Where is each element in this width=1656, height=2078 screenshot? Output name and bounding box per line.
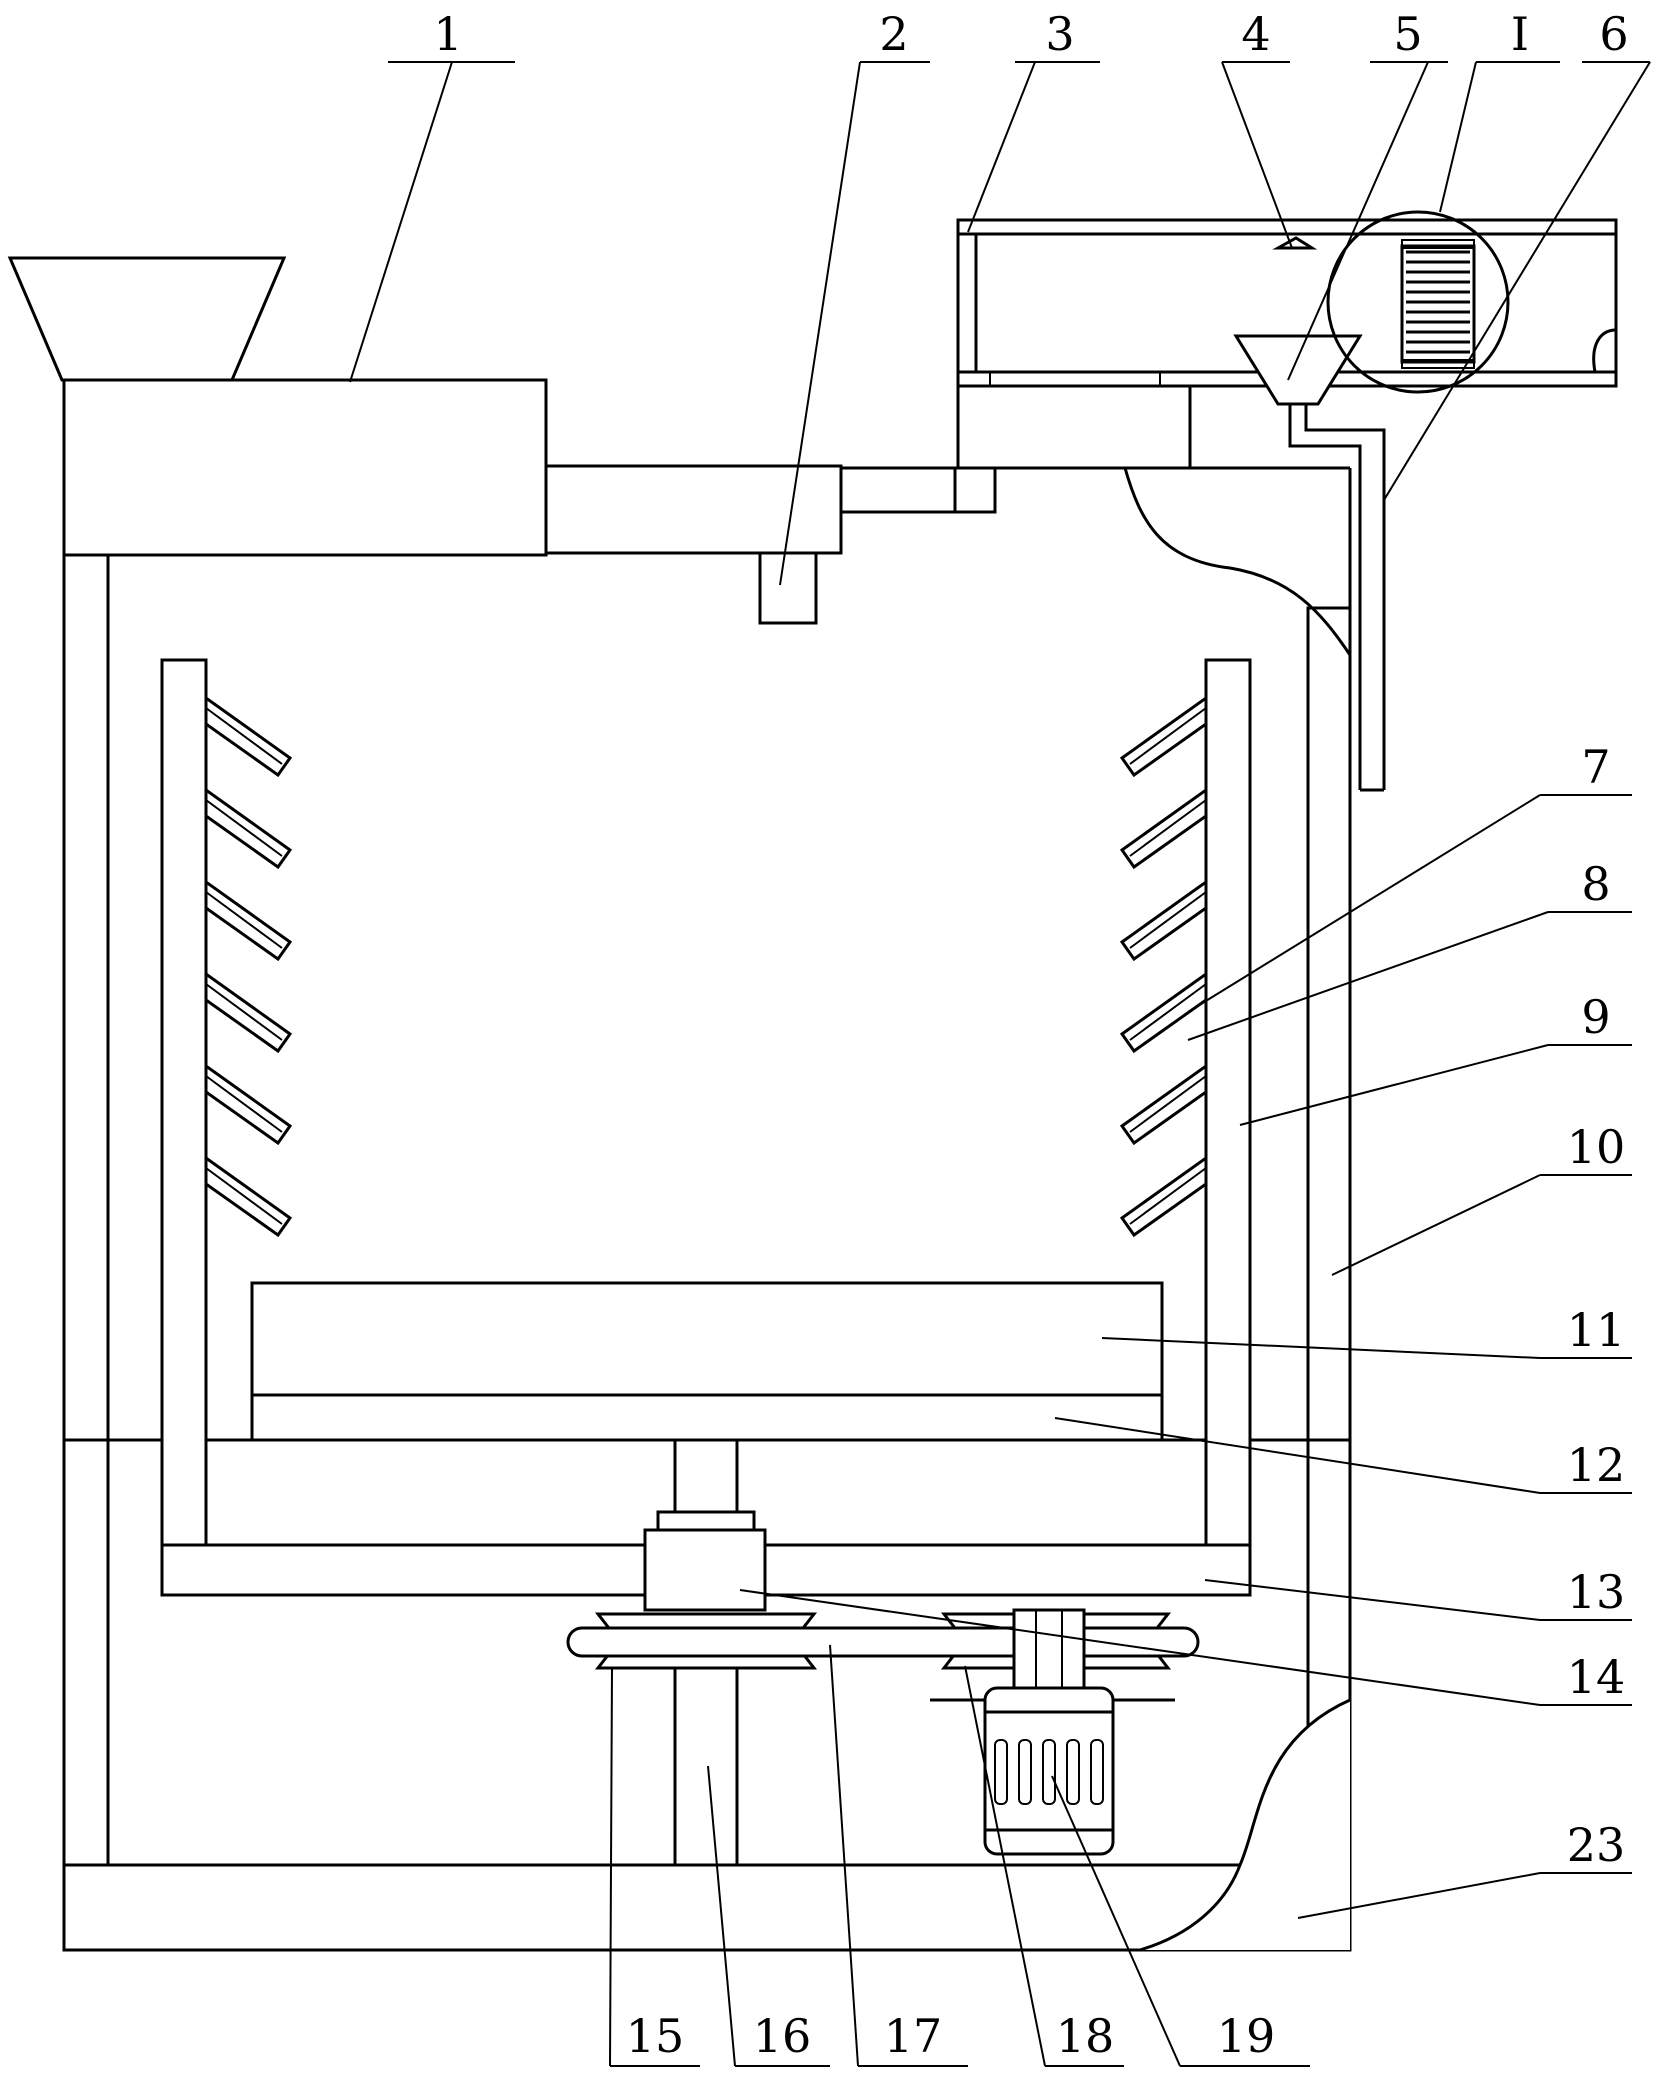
label-I: I <box>1511 7 1529 61</box>
label-13: 13 <box>1567 1565 1626 1619</box>
feed-pipe-extension <box>839 466 957 514</box>
label-17: 17 <box>884 2009 943 2063</box>
left-wall <box>62 553 110 1442</box>
collection-funnel <box>1233 334 1363 406</box>
label-10: 10 <box>1567 1120 1626 1174</box>
leader-lines <box>349 61 1651 2067</box>
right-fins <box>1119 695 1208 1238</box>
top-box <box>956 210 1618 792</box>
label-5: 5 <box>1393 7 1422 61</box>
shaft-coupling <box>643 1528 767 1612</box>
rotating-drum <box>160 658 1252 1612</box>
drain-pipe <box>1288 404 1362 790</box>
label-4: 4 <box>1241 7 1270 61</box>
feeder-body <box>62 378 548 557</box>
feeder-unit <box>7 256 997 625</box>
spray-nozzle <box>758 551 818 625</box>
part-labels: 1 2 3 4 5 I 6 7 8 9 10 11 12 13 14 23 15… <box>433 7 1628 2063</box>
detail-circle-I <box>1326 210 1510 394</box>
label-18: 18 <box>1056 2009 1115 2063</box>
left-fins <box>204 695 293 1238</box>
label-11: 11 <box>1567 1303 1626 1357</box>
label-6: 6 <box>1599 7 1628 61</box>
motor-cooling-fins <box>994 1739 1104 1805</box>
label-12: 12 <box>1567 1438 1626 1492</box>
label-7: 7 <box>1581 740 1610 794</box>
base-plate <box>62 1863 1352 1952</box>
right-wall <box>1306 606 1352 1442</box>
label-15: 15 <box>626 2009 685 2063</box>
label-23: 23 <box>1567 1818 1626 1872</box>
filter-mesh <box>1406 250 1470 354</box>
right-drum-wall <box>1204 658 1252 1547</box>
label-16: 16 <box>753 2009 812 2063</box>
small-nozzle <box>1272 236 1318 250</box>
feed-hopper <box>7 256 287 382</box>
label-1: 1 <box>433 7 462 61</box>
label-14: 14 <box>1567 1650 1626 1704</box>
drive-system <box>566 1608 1200 1865</box>
label-3: 3 <box>1045 7 1074 61</box>
left-drum-wall <box>160 658 208 1547</box>
support-plate <box>250 1393 1164 1442</box>
label-2: 2 <box>879 7 908 61</box>
label-8: 8 <box>1581 857 1610 911</box>
label-9: 9 <box>1581 990 1610 1044</box>
housing <box>62 466 1352 1952</box>
label-19: 19 <box>1217 2009 1276 2063</box>
tray <box>250 1281 1164 1397</box>
